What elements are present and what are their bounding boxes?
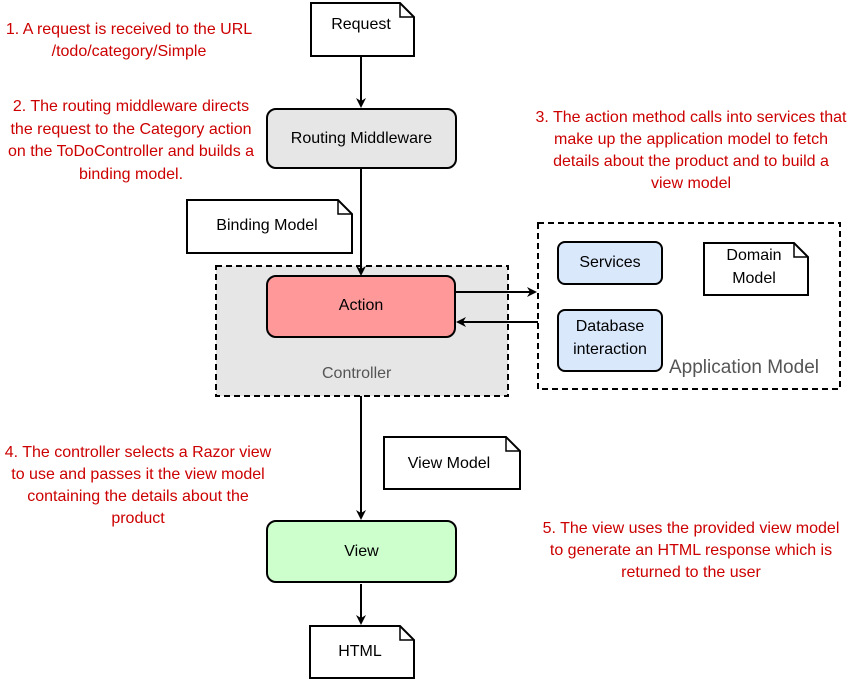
html-doc-shape bbox=[309, 625, 415, 679]
view-model-doc-shape bbox=[383, 436, 521, 490]
view-model-label: View Model bbox=[407, 455, 491, 472]
binding-model-label: Binding Model bbox=[216, 217, 318, 234]
step-4-annotation: 4. The controller selects a Razor view t… bbox=[4, 444, 272, 527]
services-label: Services bbox=[579, 254, 641, 271]
controller-label: Controller bbox=[322, 365, 392, 382]
html-label: HTML bbox=[338, 643, 382, 660]
request-doc-shape bbox=[310, 2, 415, 57]
binding-model-doc-shape bbox=[186, 199, 353, 254]
view-box bbox=[266, 520, 457, 583]
database-interaction-label: Database interaction bbox=[573, 318, 647, 358]
routing-middleware-label: Routing Middleware bbox=[290, 130, 433, 147]
action-label: Action bbox=[338, 297, 384, 314]
view-label: View bbox=[344, 543, 379, 560]
action-box bbox=[266, 275, 456, 338]
request-label: Request bbox=[331, 16, 391, 33]
application-model-label: Application Model bbox=[669, 357, 819, 378]
domain-model-label: Domain Model bbox=[726, 247, 782, 287]
step-3-annotation: 3. The action method calls into services… bbox=[535, 109, 847, 192]
step-2-annotation: 2. The routing middleware directs the re… bbox=[7, 98, 255, 183]
step-1-annotation: 1. A request is received to the URL /tod… bbox=[5, 21, 253, 60]
database-interaction-box bbox=[557, 309, 663, 372]
services-box bbox=[557, 241, 663, 285]
domain-model-doc-shape bbox=[703, 242, 809, 296]
step-5-annotation: 5. The view uses the provided view model… bbox=[542, 520, 840, 581]
routing-middleware-box bbox=[266, 108, 457, 169]
